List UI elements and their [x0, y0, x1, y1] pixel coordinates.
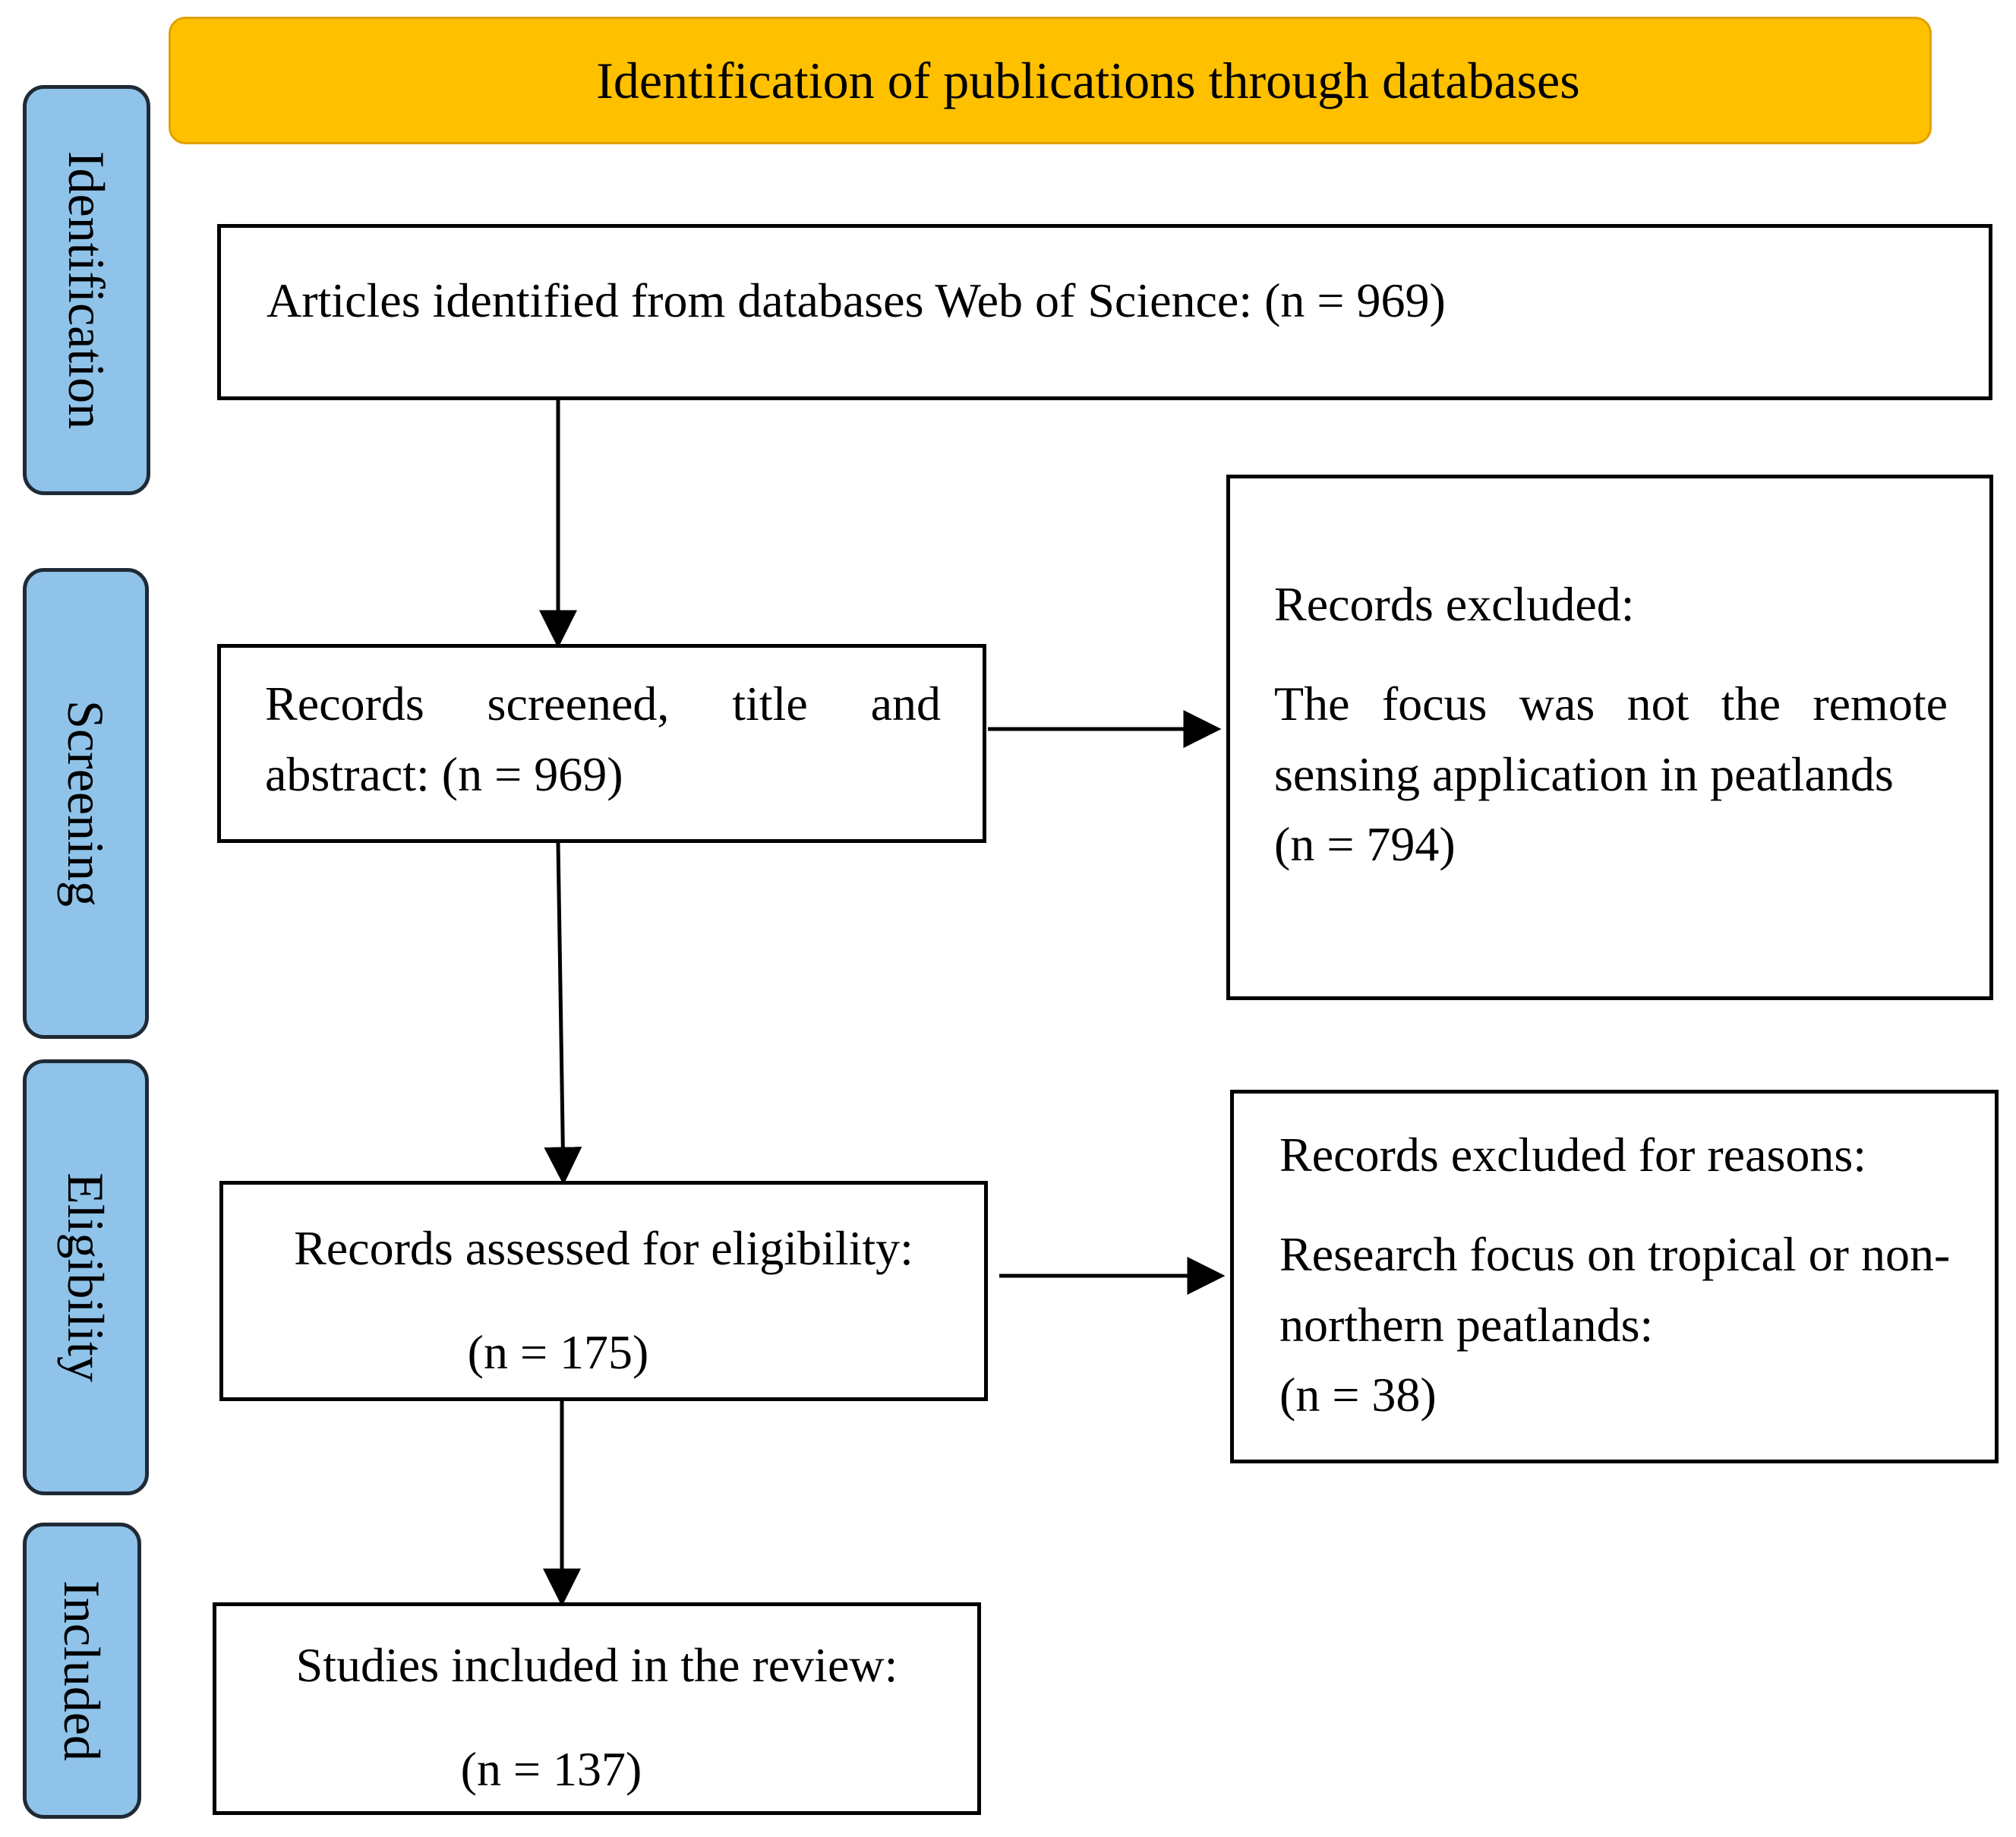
screened-box: Records screened, title and abstract: (n… [217, 644, 986, 843]
stage-eligibility: Eligibility [23, 1059, 149, 1495]
identified-box: Articles identified from databases Web o… [217, 224, 1992, 400]
stage-screening: Screening [23, 568, 149, 1039]
stage-identification-label: Identification [58, 150, 115, 430]
assessed-box: Records assessed for eligibility: (n = 1… [219, 1181, 988, 1401]
banner-title: Identification of publications through d… [596, 51, 1580, 109]
stage-included-label: Included [53, 1580, 111, 1761]
excluded-screening-reason: The focus was not the remote sensing app… [1274, 676, 1948, 801]
assessed-label: Records assessed for eligibility: [294, 1221, 913, 1275]
stage-included: Included [23, 1523, 141, 1819]
assessed-count: (n = 175) [467, 1324, 649, 1379]
identified-text: Articles identified from databases Web o… [267, 273, 1446, 327]
excluded-eligibility-reason: Research focus on tropical or non-northe… [1279, 1226, 1951, 1352]
excluded-screening-box: Records excluded: The focus was not the … [1226, 475, 1993, 1000]
stage-screening-label: Screening [57, 700, 115, 907]
excluded-eligibility-heading: Records excluded for reasons: [1279, 1128, 1867, 1182]
screened-text: Records screened, title and abstract: (n… [265, 677, 941, 801]
excluded-eligibility-count: (n = 38) [1279, 1368, 1437, 1422]
excluded-screening-heading: Records excluded: [1274, 577, 1635, 631]
included-count: (n = 137) [460, 1741, 642, 1796]
stage-identification: Identification [23, 85, 150, 495]
included-label: Studies included in the review: [295, 1638, 898, 1692]
excluded-screening-count: (n = 794) [1274, 817, 1456, 872]
included-box: Studies included in the review: (n = 137… [213, 1602, 981, 1815]
excluded-eligibility-box: Records excluded for reasons: Research f… [1230, 1090, 1999, 1463]
arrow-screened-to-assessed [544, 842, 582, 1185]
identification-banner: Identification of publications through d… [169, 17, 1932, 144]
stage-eligibility-label: Eligibility [57, 1173, 115, 1382]
